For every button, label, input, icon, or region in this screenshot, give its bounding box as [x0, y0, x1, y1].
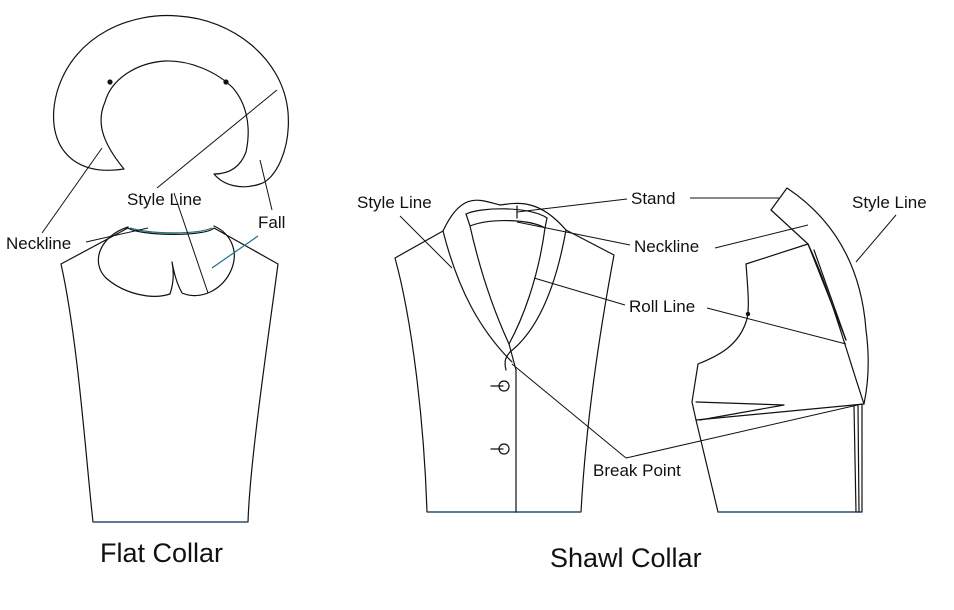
style-line-leader-2: [173, 192, 209, 294]
break-point-leader-1: [511, 363, 627, 459]
neckline-label: Neckline: [6, 234, 71, 253]
neckline-leader-1: [41, 147, 103, 234]
style-line-right-leader: [855, 214, 897, 263]
style-line-right-label: Style Line: [852, 193, 927, 212]
stand-label: Stand: [631, 189, 675, 208]
neckline-leader-2: [714, 224, 809, 249]
shawl-collar-caption: Shawl Collar: [550, 543, 702, 573]
shawl-front-buttons: [490, 380, 510, 455]
style-line-label: Style Line: [127, 190, 202, 209]
flat-collar-on-garment: [97, 225, 235, 297]
flat-collar-figure: Neckline Style Line Fall Flat Collar: [6, 14, 289, 568]
style-line-left-label: Style Line: [357, 193, 432, 212]
style-line-leader-1: [156, 89, 278, 189]
break-point-leader-2: [625, 403, 863, 459]
roll-line-leader-1: [533, 277, 626, 306]
shawl-front-collar: [442, 199, 567, 513]
shawl-draft-collar: [770, 187, 869, 513]
neckline-leader-2: [85, 227, 149, 243]
fall-leader: [211, 235, 259, 269]
shawl-collar-draft-figure: [691, 187, 869, 513]
neckline-leader-1: [516, 221, 631, 246]
roll-line-leader-2: [706, 307, 847, 345]
shawl-draft-bodice: [691, 243, 865, 513]
roll-line-label: Roll Line: [629, 297, 695, 316]
flat-collar-bodice: [60, 227, 279, 523]
neckline-label: Neckline: [634, 237, 699, 256]
flat-collar-caption: Flat Collar: [100, 538, 223, 568]
flat-collar-pattern-piece: [53, 14, 289, 188]
fall-label: Fall: [258, 213, 285, 232]
flat-collar-labels: Neckline Style Line Fall: [6, 89, 285, 294]
style-line-left-leader: [399, 215, 453, 269]
fall-leader-2: [259, 159, 273, 211]
break-point-label: Break Point: [593, 461, 681, 480]
stand-leader-1: [516, 198, 628, 213]
shawl-collar-labels: Style Line Stand Style Line Neckline Rol…: [357, 189, 927, 480]
shawl-collar-front-figure: [394, 199, 615, 513]
shawl-front-bodice: [394, 229, 615, 513]
